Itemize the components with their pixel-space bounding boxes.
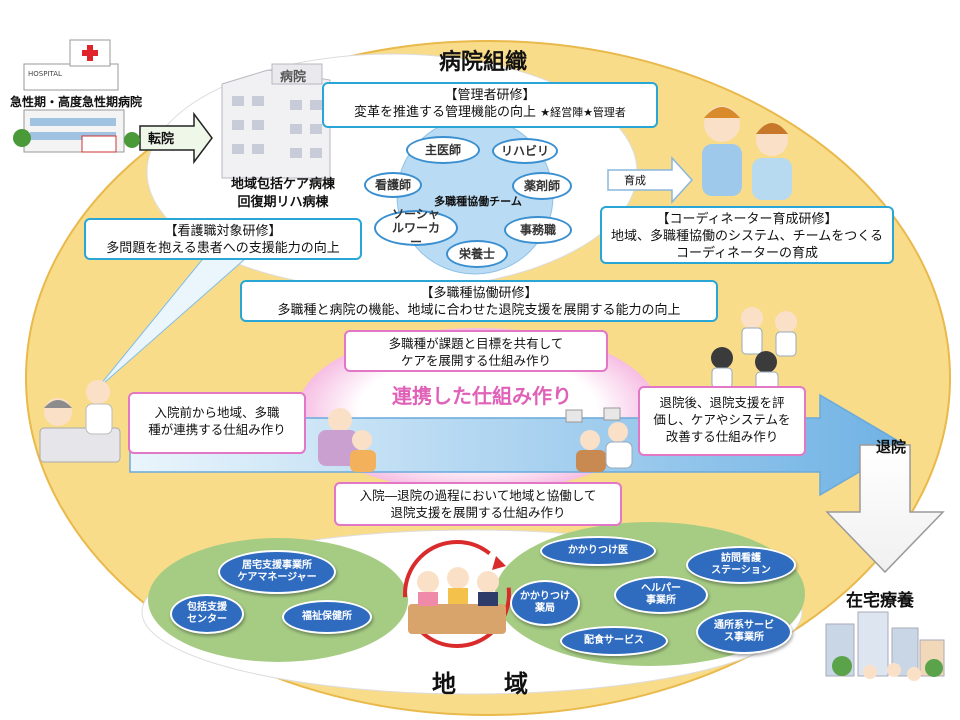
ward-label-community-care: 地域包括ケア病棟 [230, 177, 335, 192]
collaboration-title: 連携した仕組み作り [392, 384, 572, 408]
patient-bed-illustration [39, 380, 121, 463]
process-line1: 入院―退院の過程において地域と協働して [359, 488, 597, 503]
manager-training-box: 【管理者研修】 変革を推進する管理機能の向上 ★経営陣★管理者 [322, 82, 658, 128]
transfer-arrow [139, 111, 213, 165]
community-visiting-nurse: 訪問看護 ステーション [686, 546, 796, 584]
team-member-doctor: 主医師 [406, 136, 480, 164]
nurture-label: 育成 [624, 174, 646, 187]
community-meal-service-line1: 配食サービス [584, 635, 644, 646]
community-welfare-office-line1: 福祉保健所 [302, 611, 352, 622]
community-title: 地 域 [432, 670, 528, 698]
team-member-dietitian: 栄養士 [446, 240, 508, 268]
pre-admission-line1: 入院前から地域、多職 [154, 405, 280, 420]
community-care-manager: 居宅支援事業所 ケアマネージャー [218, 550, 336, 594]
multi-training-title: 【多職種協働研修】 [420, 286, 538, 301]
community-support-center: 包括支援 センター [170, 594, 244, 634]
hospital-sign: HOSPITAL [28, 70, 62, 78]
nurse-training-title: 【看護職対象研修】 [164, 224, 282, 239]
coordinator-training-title: 【コーディネーター育成研修】 [656, 212, 838, 227]
multi-training-body: 多職種と病院の機能、地域に合わせた退院支援を展開する能力の向上 [277, 303, 681, 318]
shared-goal-box: 多職種が課題と目標を共有して ケアを展開する仕組み作り [344, 330, 608, 372]
community-day-service-line2: ス事業所 [724, 632, 764, 643]
nurse-training-body: 多問題を抱える患者への支援能力の向上 [106, 241, 340, 256]
nurse-training-box: 【看護職対象研修】 多問題を抱える患者への支援能力の向上 [84, 218, 362, 260]
team-member-pharmacist: 薬剤師 [512, 172, 572, 200]
home-care-label: 在宅療養 [846, 591, 914, 611]
post-discharge-box: 退院後、退院支援を評 価し、ケアやシステムを 改善する仕組み作り [638, 386, 806, 456]
community-visiting-nurse-line2: ステーション [711, 565, 771, 576]
community-meeting-illustration [403, 540, 511, 648]
community-day-service: 通所系サービ ス事業所 [696, 610, 792, 654]
community-support-center-line2: センター [187, 614, 227, 625]
post-discharge-line3: 改善する仕組み作り [665, 429, 779, 444]
hospital-organization-title: 病院組織 [438, 50, 527, 75]
pre-admission-box: 入院前から地域、多職 種が連携する仕組み作り [128, 392, 306, 454]
ward-label-rehab: 回復期リハ病棟 [237, 195, 329, 210]
shared-goal-line2: ケアを展開する仕組み作り [400, 353, 551, 368]
ward-building-illustration [221, 63, 331, 179]
community-care-manager-line2: ケアマネージャー [237, 572, 317, 583]
coordinator-training-line2: コーディネーターの育成 [675, 246, 819, 261]
post-discharge-line1: 退院後、退院支援を評 [659, 395, 785, 410]
transfer-label: 転院 [148, 132, 175, 147]
community-pharmacy: かかりつけ 薬局 [510, 580, 580, 626]
acute-hospital-illustration [13, 39, 140, 153]
community-pharmacy-line2: 薬局 [535, 603, 555, 614]
community-visiting-nurse-line1: 訪問看護 [721, 553, 761, 564]
down-arrow [825, 444, 945, 574]
community-helper: ヘルパー 事業所 [614, 576, 708, 614]
manager-training-note: ★経営陣★管理者 [540, 106, 626, 119]
community-family-doctor: かかりつけ医 [540, 536, 656, 566]
multi-profession-training-box: 【多職種協働研修】 多職種と病院の機能、地域に合わせた退院支援を展開する能力の向… [240, 280, 718, 322]
team-member-rehab: リハビリ [492, 138, 558, 164]
care-scene-illustration [318, 407, 633, 472]
discharge-label: 退院 [876, 438, 907, 456]
community-meal-service: 配食サービス [560, 626, 668, 656]
staff-group-illustration [711, 307, 797, 391]
post-discharge-line2: 価し、ケアやシステムを [653, 412, 791, 427]
process-box: 入院―退院の過程において地域と協働して 退院支援を展開する仕組み作り [334, 482, 622, 526]
community-pharmacy-line1: かかりつけ [519, 591, 571, 602]
team-member-social-worker: ソーシャルワーカー [374, 207, 458, 249]
nurture-arrow [607, 156, 694, 204]
coordinator-staff-illustration [702, 106, 792, 200]
community-support-center-line1: 包括支援 [187, 602, 227, 613]
ward-labels: 地域包括ケア病棟 回復期リハ病棟 [198, 176, 368, 212]
pre-admission-line2: 種が連携する仕組み作り [148, 422, 286, 437]
community-day-service-line1: 通所系サービ [714, 620, 774, 631]
team-label: 多職種協働チーム [434, 195, 522, 208]
acute-hospital-label: 急性期・高度急性期病院 [10, 95, 143, 109]
manager-training-body: 変革を推進する管理機能の向上 [354, 105, 537, 120]
team-member-clerk: 事務職 [504, 216, 572, 244]
coordinator-training-line1: 地域、多職種協働のシステム、チームをつくる [611, 229, 883, 244]
community-helper-line2: 事業所 [646, 595, 676, 606]
home-town-illustration [825, 611, 945, 681]
shared-goal-line1: 多職種が課題と目標を共有して [388, 336, 564, 351]
manager-training-title: 【管理者研修】 [444, 88, 536, 103]
community-family-doctor-line1: かかりつけ医 [567, 545, 629, 556]
community-welfare-office: 福祉保健所 [282, 600, 372, 634]
building-sign: 病院 [280, 70, 307, 85]
community-helper-line1: ヘルパー [641, 583, 681, 594]
process-line2: 退院支援を展開する仕組み作り [390, 505, 566, 520]
coordinator-training-box: 【コーディネーター育成研修】 地域、多職種協働のシステム、チームをつくる コーデ… [600, 206, 894, 264]
community-care-manager-line1: 居宅支援事業所 [242, 560, 312, 571]
team-member-nurse: 看護師 [364, 172, 422, 198]
